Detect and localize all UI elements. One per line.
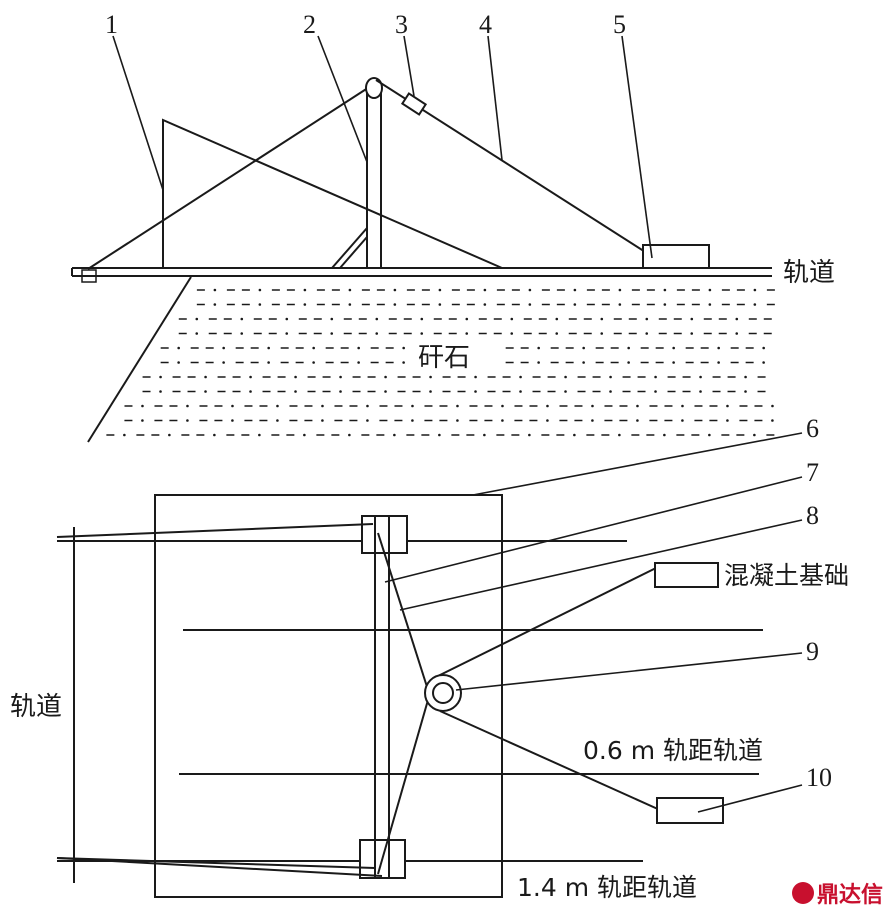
rope-8-lower bbox=[377, 699, 429, 875]
callout-8: 8 bbox=[806, 501, 819, 530]
anchor-rope-top bbox=[56, 523, 374, 538]
plan-view: 6 7 8 9 10 混凝土基础 轨道 0.6 m 轨距轨道 1.4 m 轨距轨… bbox=[10, 414, 849, 902]
brace-a bbox=[331, 227, 368, 269]
brace-b bbox=[339, 236, 368, 269]
rope-to-concrete bbox=[435, 566, 659, 678]
label-track-left: 轨道 bbox=[10, 692, 62, 722]
callout-7: 7 bbox=[806, 458, 819, 487]
leader-10 bbox=[697, 784, 803, 813]
callout-9: 9 bbox=[806, 637, 819, 666]
label-track-top: 轨道 bbox=[783, 258, 835, 288]
leader-8 bbox=[399, 519, 803, 611]
rope-8-upper bbox=[377, 532, 429, 691]
callout-6: 6 bbox=[806, 414, 819, 443]
callout-2: 2 bbox=[303, 10, 316, 39]
watermark: 鼎达信 bbox=[792, 882, 883, 908]
callout-1: 1 bbox=[105, 10, 118, 39]
gravel-slope bbox=[87, 276, 192, 443]
elevation-view: 1 2 3 4 5 轨道 矸石 bbox=[71, 10, 835, 443]
label-gauge-14: 1.4 m 轨距轨道 bbox=[517, 873, 697, 902]
block-5 bbox=[642, 244, 710, 269]
leader-4 bbox=[487, 35, 503, 161]
frame-1 bbox=[162, 118, 503, 269]
watermark-text: 鼎达信 bbox=[817, 882, 883, 908]
pulley-top bbox=[365, 77, 383, 99]
gravel-hatch bbox=[106, 288, 775, 437]
leader-1 bbox=[112, 35, 164, 191]
callout-10: 10 bbox=[806, 763, 832, 792]
block-10 bbox=[656, 797, 724, 824]
callout-3: 3 bbox=[395, 10, 408, 39]
pad-top bbox=[361, 515, 408, 554]
label-gravel: 矸石 bbox=[418, 343, 470, 373]
label-concrete: 混凝土基础 bbox=[724, 561, 849, 590]
concrete-block bbox=[654, 562, 719, 588]
base-plate-6 bbox=[154, 494, 503, 898]
callout-5: 5 bbox=[613, 10, 626, 39]
callout-4: 4 bbox=[479, 10, 492, 39]
leader-9 bbox=[455, 652, 803, 691]
label-gauge-06: 0.6 m 轨距轨道 bbox=[583, 736, 763, 765]
anchor-block bbox=[81, 269, 97, 283]
leader-5 bbox=[621, 35, 653, 259]
anchor-rope-bottom-a bbox=[56, 857, 383, 877]
rope-left bbox=[87, 83, 375, 270]
pulley-9-inner bbox=[432, 682, 454, 704]
rope-to-block-10 bbox=[439, 710, 661, 811]
leader-3 bbox=[403, 35, 415, 97]
leader-6 bbox=[472, 432, 803, 496]
leader-2 bbox=[317, 35, 368, 163]
leader-7 bbox=[384, 476, 803, 583]
anchor-rope-bottom-b bbox=[56, 857, 376, 869]
watermark-logo-icon bbox=[792, 882, 814, 904]
fitting-3 bbox=[400, 92, 428, 116]
